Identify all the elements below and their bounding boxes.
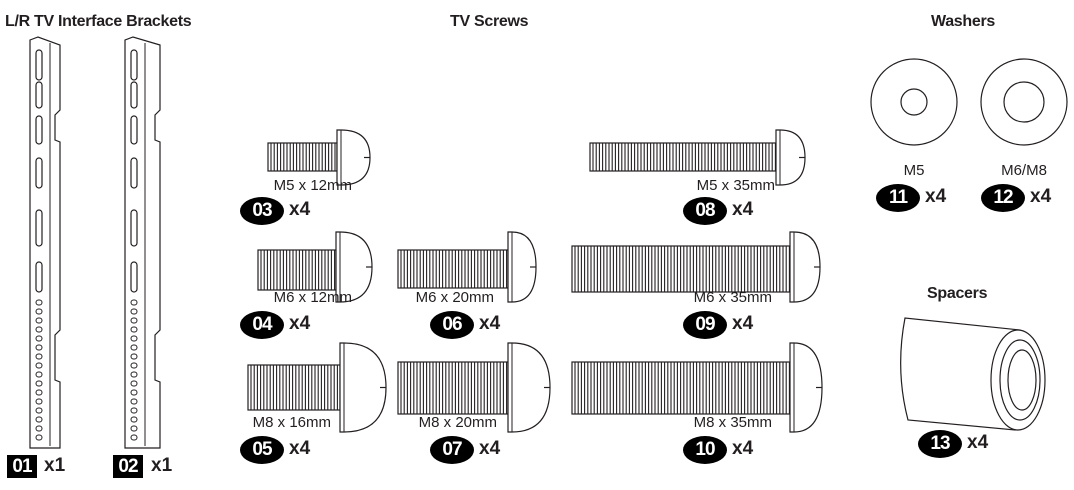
part-badge-01: 01: [7, 455, 37, 478]
washers-title: Washers: [931, 13, 996, 30]
part-label-08: M5 x 35mm: [696, 177, 775, 194]
part-label-11: M5: [903, 162, 925, 179]
part-badge-03: 03: [240, 197, 284, 225]
brackets-title: L/R TV Interface Brackets: [5, 13, 192, 30]
screw-07: [397, 342, 551, 433]
part-qty-08: x4: [732, 199, 754, 220]
part-qty-13: x4: [967, 432, 989, 453]
part-badge-05: 05: [240, 436, 284, 464]
part-badge-08: 08: [683, 197, 727, 225]
part-label-10: M8 x 35mm: [693, 414, 772, 431]
part-badge-04: 04: [240, 311, 284, 339]
part-badge-07: 07: [430, 436, 474, 464]
part-qty-06: x4: [479, 313, 501, 334]
spacer: [900, 317, 1046, 431]
screw-03: [267, 129, 371, 186]
part-qty-07: x4: [479, 438, 501, 459]
part-qty-02: x1: [151, 455, 173, 476]
spacers-title: Spacers: [927, 285, 988, 302]
part-qty-09: x4: [732, 313, 754, 334]
part-qty-10: x4: [732, 438, 754, 459]
part-badge-02: 02: [113, 455, 143, 478]
part-label-06: M6 x 20mm: [415, 289, 494, 306]
screw-10: [571, 342, 823, 433]
part-qty-04: x4: [289, 313, 311, 334]
part-badge-10: 10: [683, 436, 727, 464]
part-badge-09: 09: [683, 311, 727, 339]
part-qty-05: x4: [289, 438, 311, 459]
part-label-03: M5 x 12mm: [273, 177, 352, 194]
part-badge-13: 13: [918, 430, 962, 458]
tv-screws-title: TV Screws: [450, 13, 529, 30]
part-label-05: M8 x 16mm: [252, 414, 331, 431]
screw-04: [257, 231, 373, 303]
part-qty-01: x1: [44, 455, 66, 476]
part-qty-11: x4: [925, 186, 947, 207]
part-qty-03: x4: [289, 199, 311, 220]
part-qty-12: x4: [1030, 186, 1052, 207]
bracket-1: [29, 36, 61, 449]
part-label-12: M6/M8: [1001, 162, 1047, 179]
part-label-04: M6 x 12mm: [273, 289, 352, 306]
part-badge-12: 12: [981, 184, 1025, 212]
part-label-07: M8 x 20mm: [418, 414, 497, 431]
part-badge-06: 06: [430, 311, 474, 339]
washer-2: [980, 58, 1068, 146]
bracket-2: [124, 36, 161, 449]
screw-08: [589, 129, 806, 186]
washer-1: [870, 58, 958, 146]
part-label-09: M6 x 35mm: [693, 289, 772, 306]
part-badge-11: 11: [876, 184, 920, 212]
screw-09: [571, 231, 821, 303]
screw-06: [397, 231, 537, 303]
screw-05: [247, 342, 387, 433]
